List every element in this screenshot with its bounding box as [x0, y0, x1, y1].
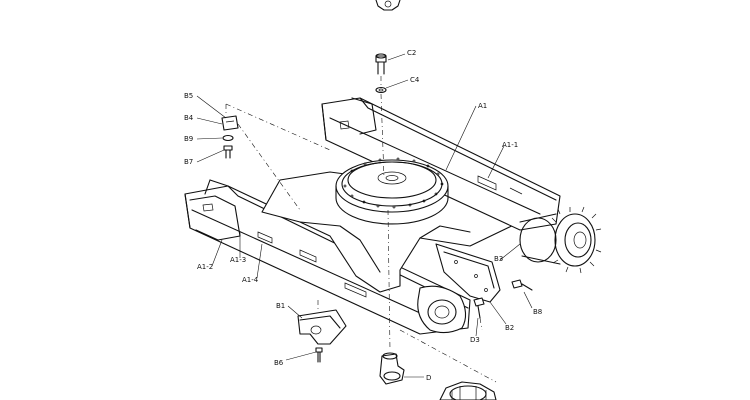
bolt-b6 — [315, 347, 323, 363]
small-parts-b-group — [221, 115, 239, 159]
assembly-centerlines — [225, 76, 497, 383]
callout-labels: C2 C4 B5 B4 B9 B7 A1 A1-1 A1-2 A1-3 A1-4… — [184, 49, 542, 382]
label-d3: D3 — [470, 336, 480, 344]
drive-sprocket — [519, 206, 602, 274]
track-frame-body — [184, 97, 561, 335]
label-a1-1: A1-1 — [502, 141, 518, 149]
leader-lines — [196, 53, 533, 378]
bolt-d3 — [473, 297, 485, 319]
label-c4: C4 — [410, 76, 420, 84]
label-c2: C2 — [407, 49, 416, 57]
label-b5: B5 — [184, 92, 193, 100]
label-b7: B7 — [184, 158, 193, 166]
swivel-joint-d — [379, 352, 405, 385]
bolt-c2 — [375, 53, 387, 75]
washer-c4 — [375, 86, 387, 94]
label-b6: B6 — [274, 359, 284, 367]
top-partial-component — [375, 0, 401, 11]
bracket-b1 — [297, 309, 347, 345]
bottom-travel-motor — [439, 381, 497, 400]
label-b8: B8 — [533, 308, 542, 316]
label-a1-4: A1-4 — [242, 276, 259, 284]
label-b1: B1 — [276, 302, 285, 310]
label-b2: B2 — [505, 324, 514, 332]
label-a1-2: A1-2 — [197, 263, 213, 271]
label-a1-3: A1-3 — [230, 256, 246, 264]
label-b4: B4 — [184, 114, 194, 122]
bolt-b8 — [511, 279, 533, 291]
label-d: D — [426, 374, 431, 382]
label-b3: B3 — [494, 255, 503, 263]
label-a1: A1 — [478, 102, 487, 110]
label-b9: B9 — [184, 135, 193, 143]
